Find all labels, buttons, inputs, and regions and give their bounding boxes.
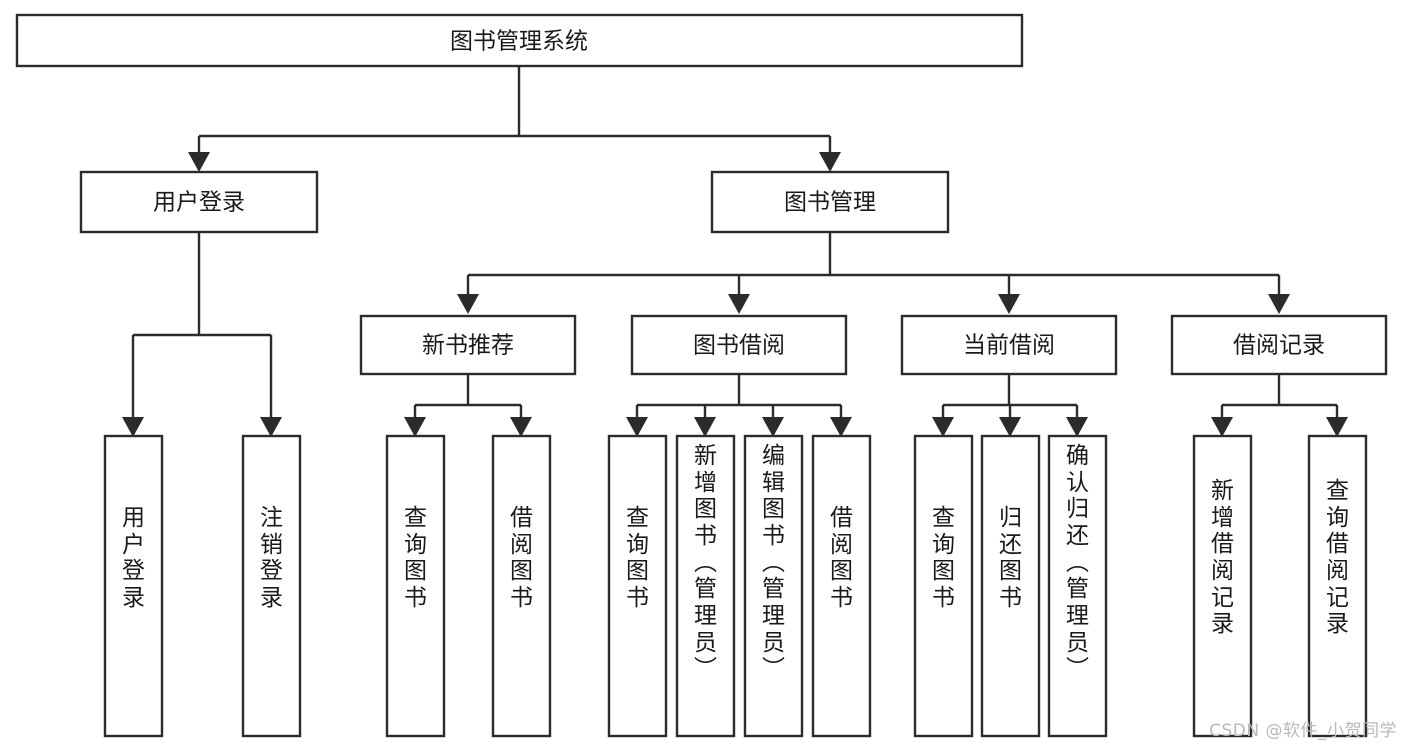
current-borrow-box[interactable] xyxy=(900,314,1118,376)
node-leaf-logout[interactable] xyxy=(241,434,302,738)
arrow-head-icon xyxy=(1211,417,1233,437)
borrow-record-label: 借阅记录 xyxy=(1233,333,1325,359)
leaf-return-book-box[interactable] xyxy=(980,434,1041,738)
book-manage-label: 图书管理 xyxy=(784,190,876,216)
leaf-query-record-box[interactable] xyxy=(1307,434,1368,738)
node-user-login[interactable]: 用户登录 xyxy=(79,170,319,234)
arrow-head-icon xyxy=(188,152,210,172)
leaf-add-record-box[interactable] xyxy=(1192,434,1253,738)
book-manage-box[interactable] xyxy=(710,170,950,234)
arrow-head-icon xyxy=(122,417,144,437)
arrow-head-icon xyxy=(762,417,784,437)
arrow-head-icon xyxy=(260,417,282,437)
leaf-add-book-box[interactable] xyxy=(675,434,736,738)
arrow-head-icon xyxy=(999,417,1021,437)
book-borrow-box[interactable] xyxy=(630,314,848,376)
csdn-watermark: CSDN @软件_小贺同学 xyxy=(1209,721,1397,741)
arrow-head-icon xyxy=(694,417,716,437)
node-book-borrow[interactable]: 图书借阅 xyxy=(630,314,848,376)
node-leaf-edit-book[interactable] xyxy=(743,434,804,738)
borrow-record-box[interactable] xyxy=(1170,314,1388,376)
user-login-box[interactable] xyxy=(79,170,319,234)
node-leaf-borrow-book-1[interactable] xyxy=(491,434,552,738)
leaf-logout-box[interactable] xyxy=(241,434,302,738)
node-root[interactable]: 图书管理系统 xyxy=(15,13,1024,68)
node-leaf-confirm-return[interactable] xyxy=(1047,434,1108,738)
node-leaf-query-book-1[interactable] xyxy=(385,434,446,738)
arrow-head-icon xyxy=(1268,294,1290,314)
arrow-head-icon xyxy=(819,152,841,172)
node-book-manage[interactable]: 图书管理 xyxy=(710,170,950,234)
arrow-head-icon xyxy=(932,417,954,437)
current-borrow-label: 当前借阅 xyxy=(963,333,1055,359)
node-leaf-add-record[interactable] xyxy=(1192,434,1253,738)
leaf-borrow-book-1-box[interactable] xyxy=(491,434,552,738)
root-box[interactable] xyxy=(15,13,1024,68)
arrow-head-icon xyxy=(728,294,750,314)
node-leaf-return-book[interactable] xyxy=(980,434,1041,738)
arrow-head-icon xyxy=(1326,417,1348,437)
arrow-head-icon xyxy=(510,417,532,437)
node-leaf-add-book[interactable] xyxy=(675,434,736,738)
leaf-user-login-box[interactable] xyxy=(103,434,164,738)
arrow-head-icon xyxy=(1066,417,1088,437)
leaf-edit-book-box[interactable] xyxy=(743,434,804,738)
node-leaf-borrow-book-2[interactable] xyxy=(811,434,872,738)
leaf-confirm-return-box[interactable] xyxy=(1047,434,1108,738)
node-new-book-recommend[interactable]: 新书推荐 xyxy=(359,314,577,376)
new-book-recommend-label: 新书推荐 xyxy=(422,333,514,359)
arrow-heads xyxy=(122,152,1348,437)
node-borrow-record[interactable]: 借阅记录 xyxy=(1170,314,1388,376)
node-current-borrow[interactable]: 当前借阅 xyxy=(900,314,1118,376)
leaf-query-book-1-box[interactable] xyxy=(385,434,446,738)
arrow-head-icon xyxy=(998,294,1020,314)
node-leaf-query-book-2[interactable] xyxy=(607,434,668,738)
connectors xyxy=(131,66,1339,417)
arrow-head-icon xyxy=(830,417,852,437)
book-borrow-label: 图书借阅 xyxy=(693,333,785,359)
node-leaf-query-book-3[interactable] xyxy=(913,434,974,738)
arrow-head-icon xyxy=(457,294,479,314)
leaf-query-book-2-box[interactable] xyxy=(607,434,668,738)
node-leaf-query-record[interactable] xyxy=(1307,434,1368,738)
root-label: 图书管理系统 xyxy=(450,29,588,55)
node-leaf-user-login[interactable] xyxy=(103,434,164,738)
leaf-borrow-book-2-box[interactable] xyxy=(811,434,872,738)
user-login-label: 用户登录 xyxy=(153,190,245,216)
arrow-head-icon xyxy=(404,417,426,437)
leaf-query-book-3-box[interactable] xyxy=(913,434,974,738)
arrow-head-icon xyxy=(626,417,648,437)
new-book-recommend-box[interactable] xyxy=(359,314,577,376)
